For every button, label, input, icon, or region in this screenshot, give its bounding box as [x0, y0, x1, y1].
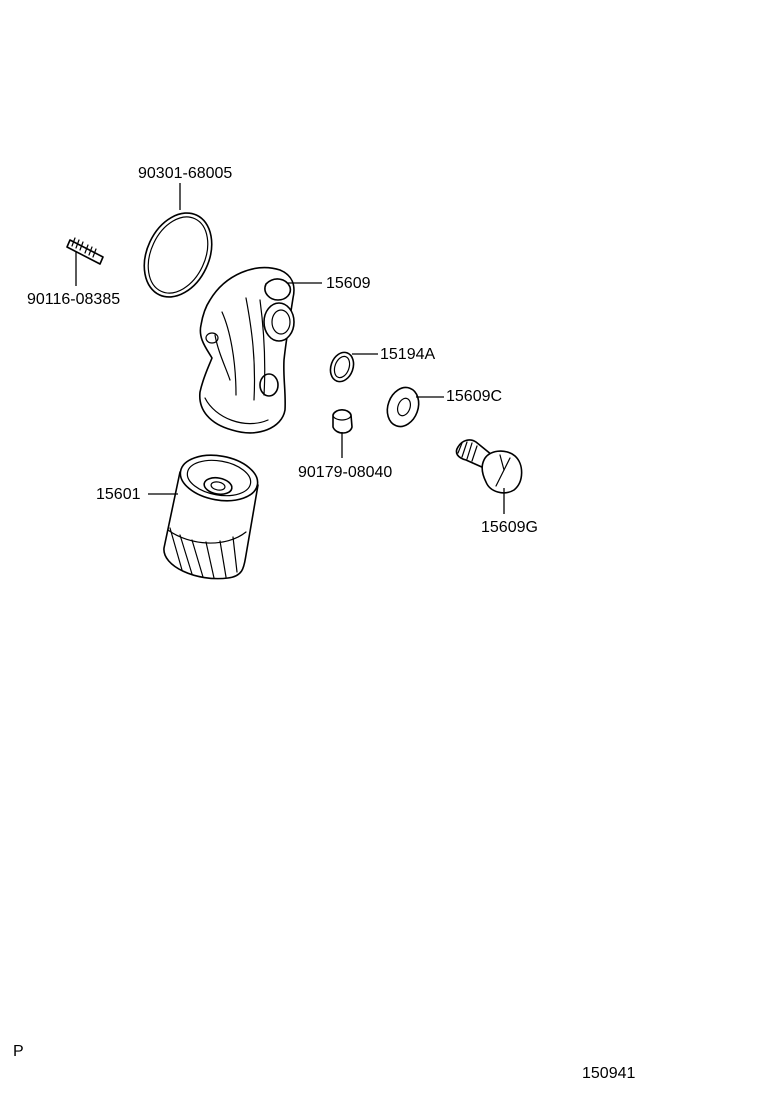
bracket-part[interactable]	[199, 266, 295, 434]
plug-part[interactable]	[332, 408, 353, 434]
oil-filter-part[interactable]	[163, 450, 261, 580]
stud-part[interactable]	[66, 237, 104, 265]
washer-part-number[interactable]: 15609C	[446, 388, 502, 405]
o-ring-part-number[interactable]: 90301-68005	[138, 165, 232, 182]
union-bolt-part[interactable]	[455, 439, 523, 494]
small-ring-part[interactable]	[327, 349, 358, 385]
oil-filter-part-number[interactable]: 15601	[96, 486, 141, 503]
washer-part[interactable]	[382, 383, 424, 431]
plug-part-number[interactable]: 90179-08040	[298, 464, 392, 481]
stud-part-number[interactable]: 90116-08385	[27, 291, 120, 308]
union-bolt-part-number[interactable]: 15609G	[481, 519, 538, 536]
diagram-code: 150941	[582, 1065, 635, 1082]
small-ring-part-number[interactable]: 15194A	[380, 346, 435, 363]
o-ring-part[interactable]	[131, 202, 224, 308]
corner-mark: P	[13, 1043, 24, 1060]
bracket-part-number[interactable]: 15609	[326, 275, 371, 292]
